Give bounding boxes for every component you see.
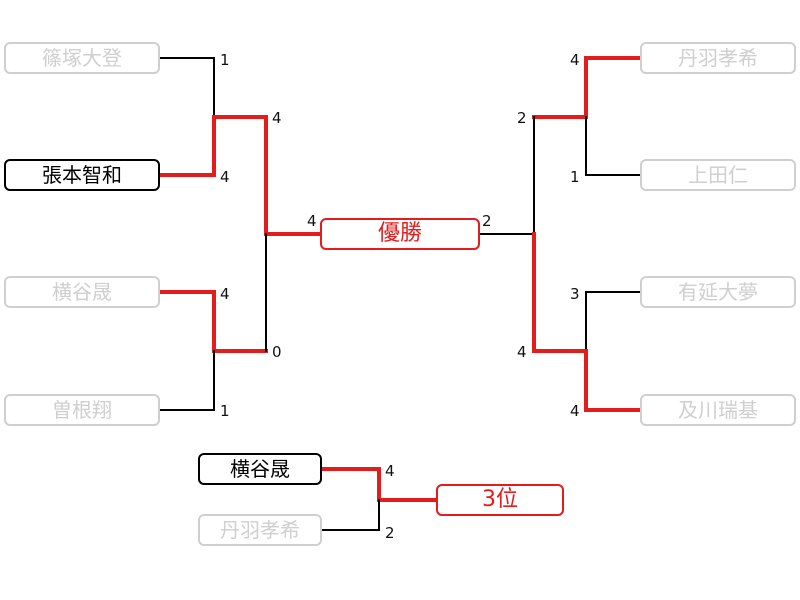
score-left-semi-2: 0	[272, 343, 282, 361]
score-left-r1-3: 4	[220, 285, 230, 303]
score-left-r1-2: 4	[220, 168, 230, 186]
score-right-r1-3: 3	[570, 285, 580, 303]
player-left-4: 曽根翔	[4, 394, 160, 426]
player-right-4: 及川瑞基	[640, 394, 796, 426]
third-place-label: 3位	[436, 484, 564, 516]
player-left-2: 張本智和	[4, 159, 160, 191]
score-right-r1-4: 4	[570, 402, 580, 420]
final-label: 優勝	[320, 218, 480, 250]
third-place-player-1: 横谷晟	[198, 453, 322, 485]
score-left-semi-1: 4	[272, 109, 282, 127]
player-left-3: 横谷晟	[4, 276, 160, 308]
player-left-1: 篠塚大登	[4, 42, 160, 74]
score-third-2: 2	[385, 524, 395, 542]
player-right-3: 有延大夢	[640, 276, 796, 308]
player-right-2: 上田仁	[640, 159, 796, 191]
score-right-r1-1: 4	[570, 51, 580, 69]
score-left-final: 4	[307, 212, 317, 230]
player-right-1: 丹羽孝希	[640, 42, 796, 74]
score-right-semi-2: 4	[517, 343, 527, 361]
score-left-r1-1: 1	[220, 51, 230, 69]
score-left-r1-4: 1	[220, 402, 230, 420]
score-right-semi-1: 2	[517, 109, 527, 127]
third-place-player-2: 丹羽孝希	[198, 514, 322, 546]
score-right-final: 2	[482, 212, 492, 230]
score-third-1: 4	[385, 462, 395, 480]
score-right-r1-2: 1	[570, 168, 580, 186]
